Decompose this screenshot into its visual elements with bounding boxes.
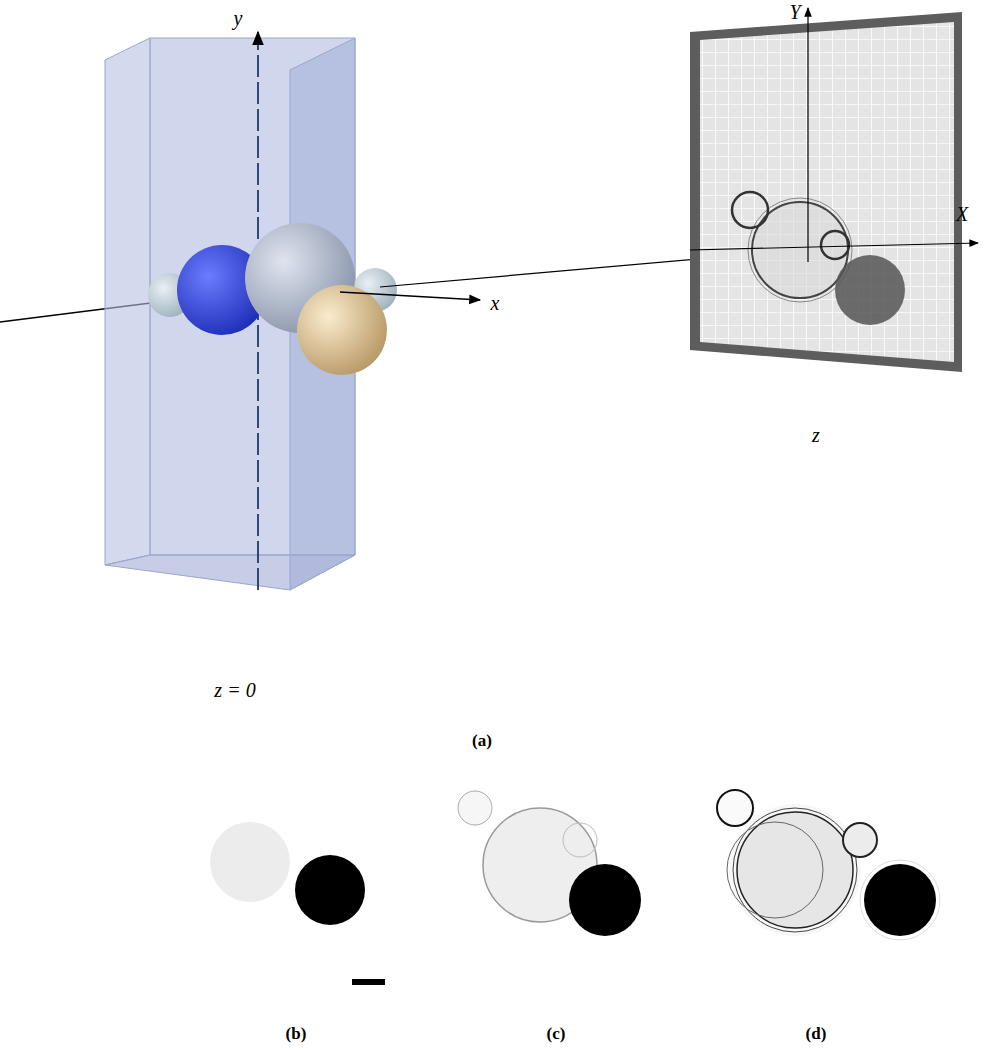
panel-c-image: [458, 791, 641, 936]
axis-label: X: [956, 204, 968, 224]
plane-label: z = 0: [214, 680, 255, 700]
screen-x-axis: [690, 243, 978, 250]
axis-label: y: [234, 8, 243, 28]
panel-label: (b): [286, 1025, 307, 1042]
panel-d-image: [717, 790, 940, 940]
panel-b-image: [210, 822, 385, 985]
axis-label: Y: [789, 2, 800, 22]
x-axis: [340, 292, 480, 300]
panel-label: (a): [472, 732, 492, 749]
axis-label: z: [812, 425, 820, 445]
scale-bar: [352, 979, 385, 985]
screen-y-axis: [807, 8, 808, 262]
panel-label: (d): [806, 1025, 827, 1042]
axis-label: x: [491, 293, 500, 313]
panel-label: (c): [547, 1025, 566, 1042]
molecule-spheres: [148, 223, 397, 375]
detector-screen: [690, 12, 962, 372]
